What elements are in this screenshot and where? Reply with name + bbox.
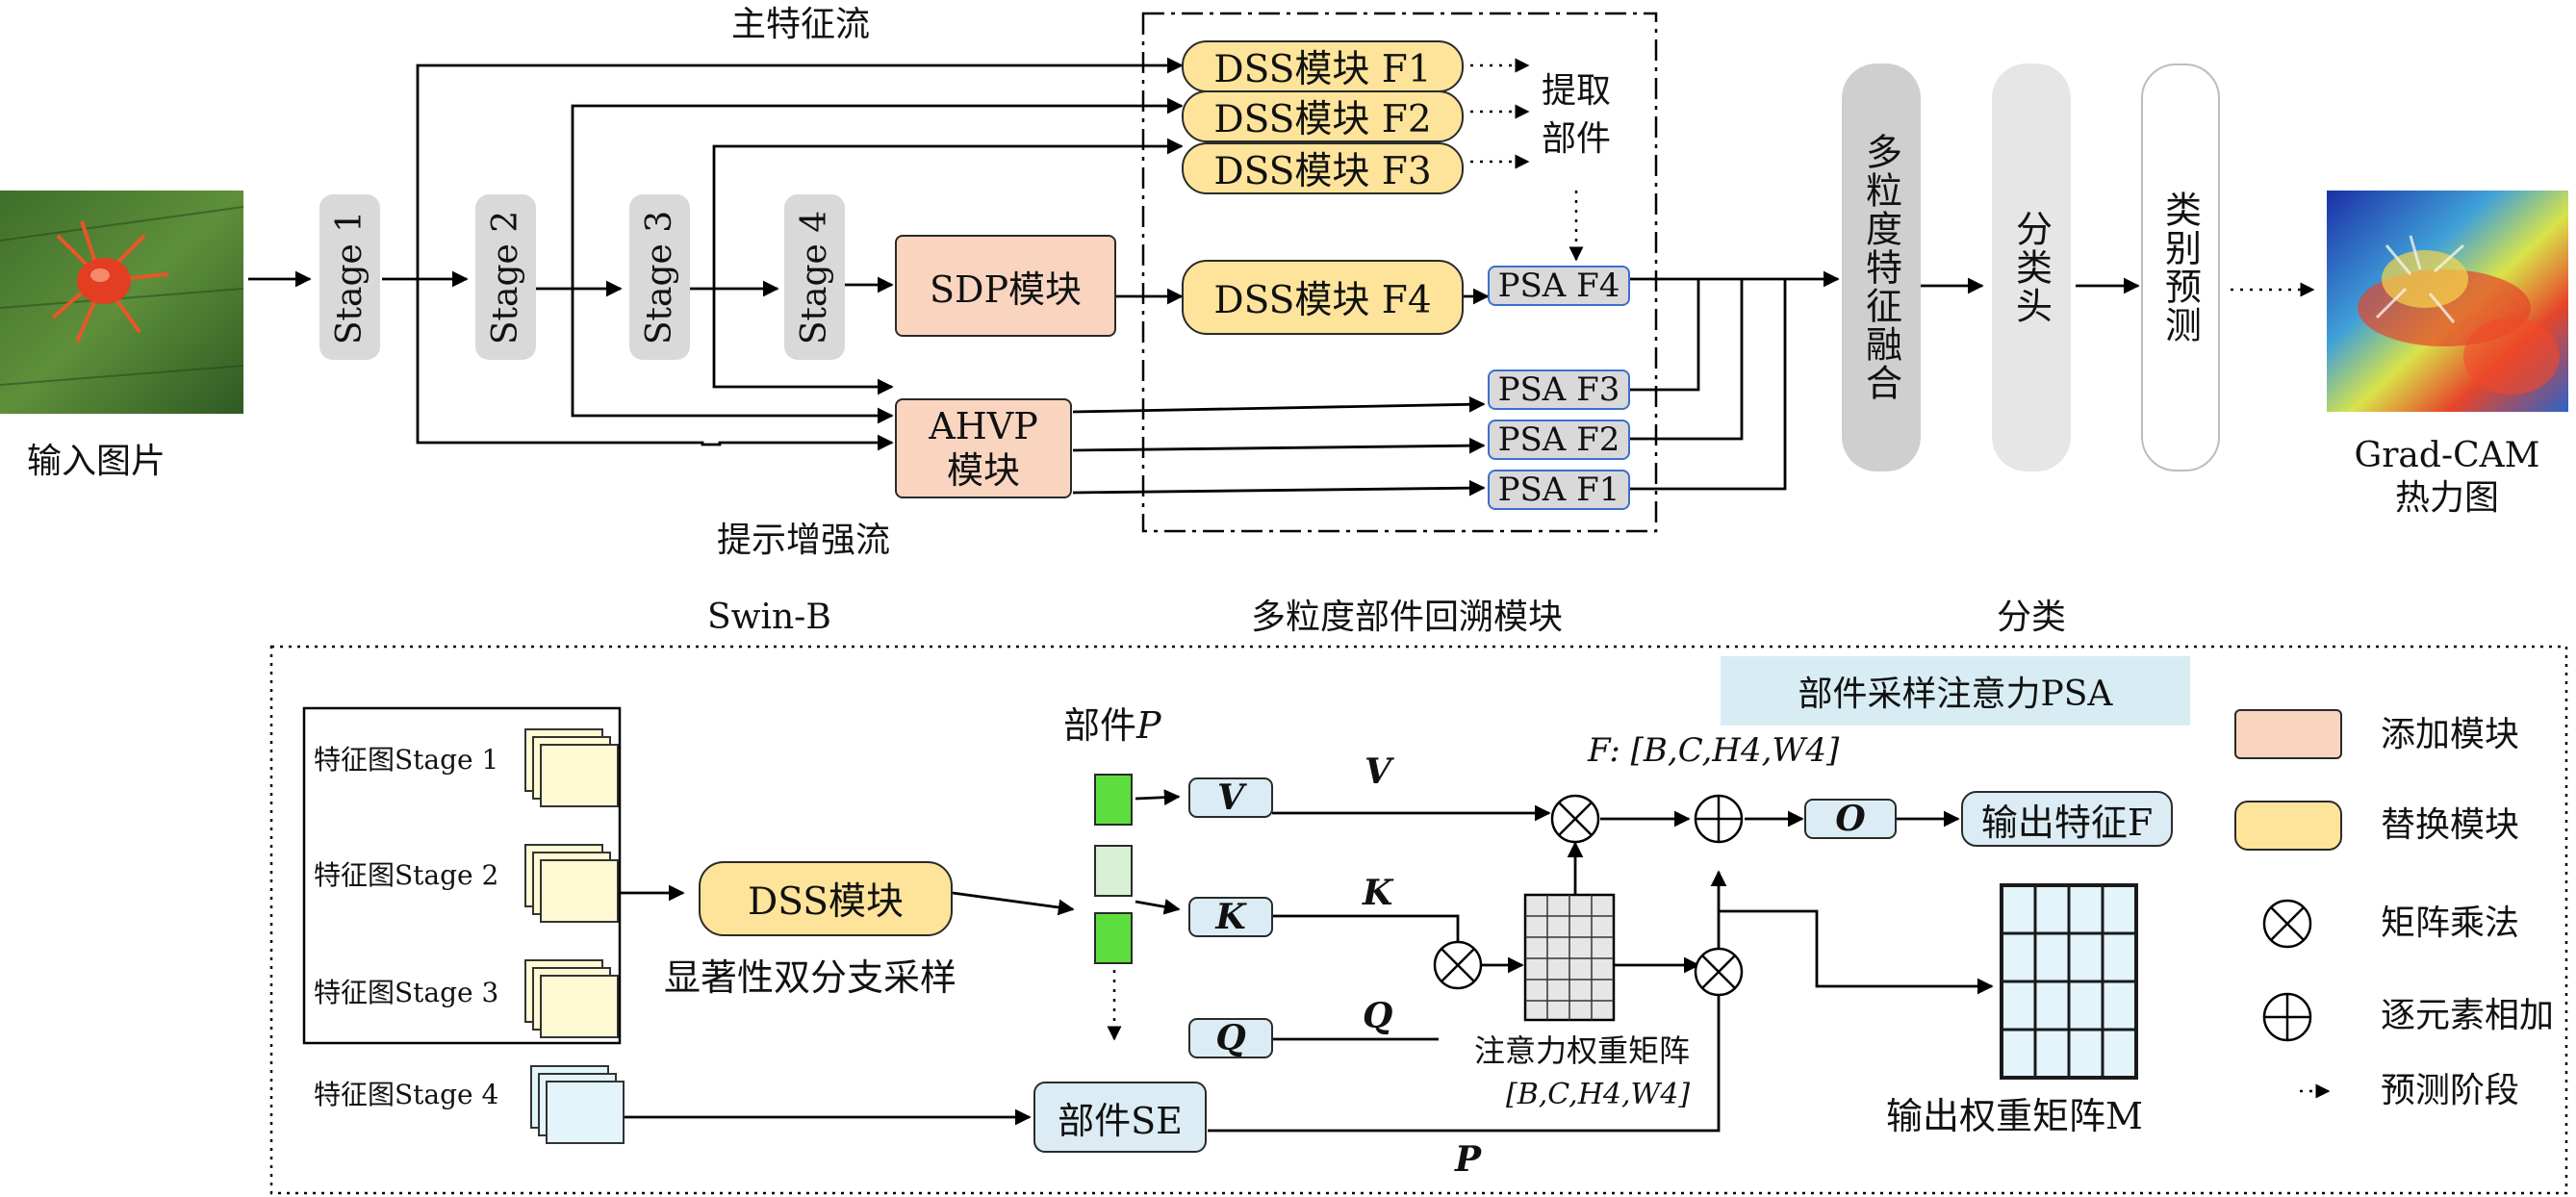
part-se-box: 部件SE (1033, 1082, 1207, 1153)
p-label: P (1455, 1139, 1482, 1180)
part-label: 部件P (1063, 704, 1161, 747)
q-label: Q (1363, 996, 1393, 1036)
dss-f3: DSS模块 F3 (1182, 142, 1464, 194)
dss-f1: DSS模块 F1 (1182, 40, 1464, 92)
dss-f4: DSS模块 F4 (1182, 260, 1464, 335)
stage-2-box: Stage 2 (475, 194, 536, 360)
legend-matmul-label: 矩阵乘法 (2381, 904, 2520, 943)
main-stream-label: 主特征流 (731, 5, 871, 44)
f-shape-label: F: [B,C,H4,W4] (1588, 731, 1840, 770)
legend-replace-swatch (2234, 801, 2342, 851)
section-mpb: 多粒度部件回溯模块 (1251, 598, 1564, 637)
stage-1-box: Stage 1 (319, 194, 380, 360)
o-box: O (1804, 799, 1897, 839)
input-image (0, 191, 244, 414)
multi-granularity-fusion: 多粒度特征融合 (1842, 64, 1921, 471)
sdp-module: SDP模块 (895, 235, 1116, 337)
psa-f1: PSA F1 (1488, 470, 1630, 510)
feature-map-stage3: 特征图Stage 3 (314, 977, 499, 1008)
psa-f3: PSA F3 (1488, 369, 1630, 410)
stage-3-box: Stage 3 (629, 194, 690, 360)
psa-banner: 部件采样注意力PSA (1721, 656, 2190, 726)
gradcam-heatmap (2327, 191, 2568, 412)
extract-parts-label: 提取部件 (1542, 71, 1612, 159)
input-image-label: 输入图片 (27, 442, 166, 481)
prompt-stream-label: 提示增强流 (717, 521, 891, 560)
dss-caption: 显著性双分支采样 (664, 956, 957, 999)
psa-f4: PSA F4 (1488, 266, 1630, 306)
feature-stacks (524, 728, 625, 1144)
q-box: Q (1188, 1018, 1273, 1058)
stage-maps-frame (302, 706, 622, 1045)
v-label: V (1365, 751, 1391, 792)
operator-symbols (1433, 794, 2312, 1042)
part-token-1 (1094, 774, 1133, 826)
section-swin: Swin-B (707, 598, 831, 637)
psa-f2: PSA F2 (1488, 420, 1630, 460)
output-weight-matrix (2000, 883, 2138, 1080)
stage-4-box: Stage 4 (784, 194, 845, 360)
weight-matrix-shape: [B,C,H4,W4] (1506, 1078, 1691, 1111)
class-prediction: 类别预测 (2141, 64, 2220, 471)
dss-f2: DSS模块 F2 (1182, 90, 1464, 142)
attention-weight-grid (1523, 893, 1616, 1022)
part-token-2 (1094, 845, 1133, 897)
feature-map-stage2: 特征图Stage 2 (314, 859, 499, 891)
legend-add-label: 添加模块 (2381, 715, 2520, 754)
feature-map-stage1: 特征图Stage 1 (314, 744, 499, 776)
section-cls: 分类 (1997, 598, 2067, 637)
output-matrix-label: 输出权重矩阵M (1886, 1095, 2143, 1137)
v-box: V (1188, 777, 1273, 818)
output-feature-box: 输出特征F (1961, 791, 2173, 847)
legend-add-elementwise-label: 逐元素相加 (2381, 996, 2555, 1035)
weight-matrix-caption: 注意力权重矩阵 (1474, 1032, 1691, 1069)
legend-replace-label: 替换模块 (2381, 805, 2520, 845)
dss-module-bottom: DSS模块 (699, 861, 953, 936)
legend-predict-stage-label: 预测阶段 (2381, 1071, 2520, 1110)
k-label: K (1363, 873, 1393, 913)
part-token-3 (1094, 912, 1133, 964)
legend-add-swatch (2234, 709, 2342, 759)
feature-map-stage4: 特征图Stage 4 (314, 1079, 499, 1110)
k-box: K (1188, 897, 1273, 937)
classification-head: 分类头 (1992, 64, 2071, 471)
